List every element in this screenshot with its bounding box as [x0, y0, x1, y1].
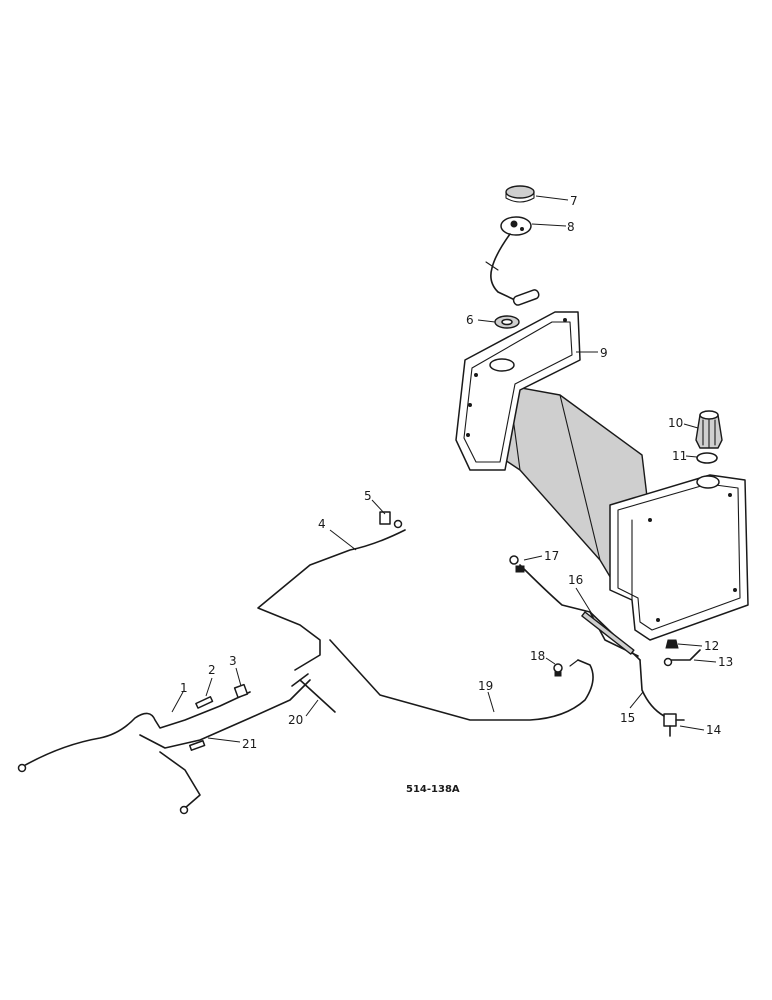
shutoff-valve [663, 713, 685, 737]
return-line [519, 564, 641, 661]
injector-line [17, 691, 251, 773]
callout-18: 18 [530, 649, 556, 665]
callout-label: 3 [229, 654, 237, 668]
callout-21: 21 [207, 737, 257, 751]
callout-16: 16 [568, 573, 593, 615]
return-line-fitting [509, 555, 525, 573]
callout-12: 12 [677, 639, 719, 653]
callout-13: 13 [693, 655, 733, 669]
figure-reference: 514-138A [406, 784, 460, 795]
callout-label: 2 [208, 663, 216, 677]
gauge-sender-unit [485, 216, 540, 306]
drain-elbow [663, 649, 701, 667]
callout-label: 15 [620, 711, 635, 725]
callout-4: 4 [318, 517, 357, 551]
callout-6: 6 [466, 313, 496, 327]
callout-8: 8 [531, 220, 575, 234]
callout-label: 13 [718, 655, 733, 669]
callout-label: 5 [364, 489, 372, 503]
filler-cap [695, 410, 723, 449]
supply-line-lower [639, 659, 665, 717]
leak-off-fitting [379, 511, 403, 529]
callout-11: 11 [672, 449, 698, 463]
sender-gasket [494, 315, 520, 329]
callout-label: 10 [668, 416, 683, 430]
callout-9: 9 [576, 346, 608, 360]
callout-15: 15 [620, 691, 644, 725]
callout-label: 16 [568, 573, 583, 587]
callout-label: 19 [478, 679, 493, 693]
callout-label: 14 [706, 723, 721, 737]
callout-7: 7 [535, 194, 578, 208]
callout-17: 17 [523, 549, 559, 563]
filler-cap-seal [696, 452, 718, 464]
bleed-screw [291, 673, 336, 713]
main-fuel-line [329, 639, 594, 721]
callout-label: 4 [318, 517, 326, 531]
callout-label: 11 [672, 449, 687, 463]
callout-5: 5 [364, 489, 386, 515]
callout-label: 20 [288, 713, 303, 727]
callout-14: 14 [679, 723, 721, 737]
callout-label: 7 [570, 194, 578, 208]
fuel-tank [455, 311, 749, 641]
callout-label: 17 [544, 549, 559, 563]
callout-3: 3 [229, 654, 242, 687]
callout-2: 2 [205, 663, 216, 697]
callout-label: 12 [704, 639, 719, 653]
callout-1: 1 [171, 681, 188, 713]
callout-20: 20 [288, 699, 319, 727]
leak-off-line [257, 529, 406, 671]
callout-label: 1 [180, 681, 188, 695]
callout-label: 21 [242, 737, 257, 751]
union-nut [233, 683, 249, 699]
callout-label: 18 [530, 649, 545, 663]
callout-10: 10 [668, 416, 699, 430]
callout-label: 6 [466, 313, 474, 327]
callout-19: 19 [478, 679, 495, 713]
callout-label: 9 [600, 346, 608, 360]
drain-plug [665, 639, 679, 649]
feed-line [139, 679, 311, 815]
injector-line-clamp [195, 696, 214, 709]
banjo-fitting [553, 663, 563, 677]
callout-label: 8 [567, 220, 575, 234]
gauge-cap [505, 185, 535, 203]
